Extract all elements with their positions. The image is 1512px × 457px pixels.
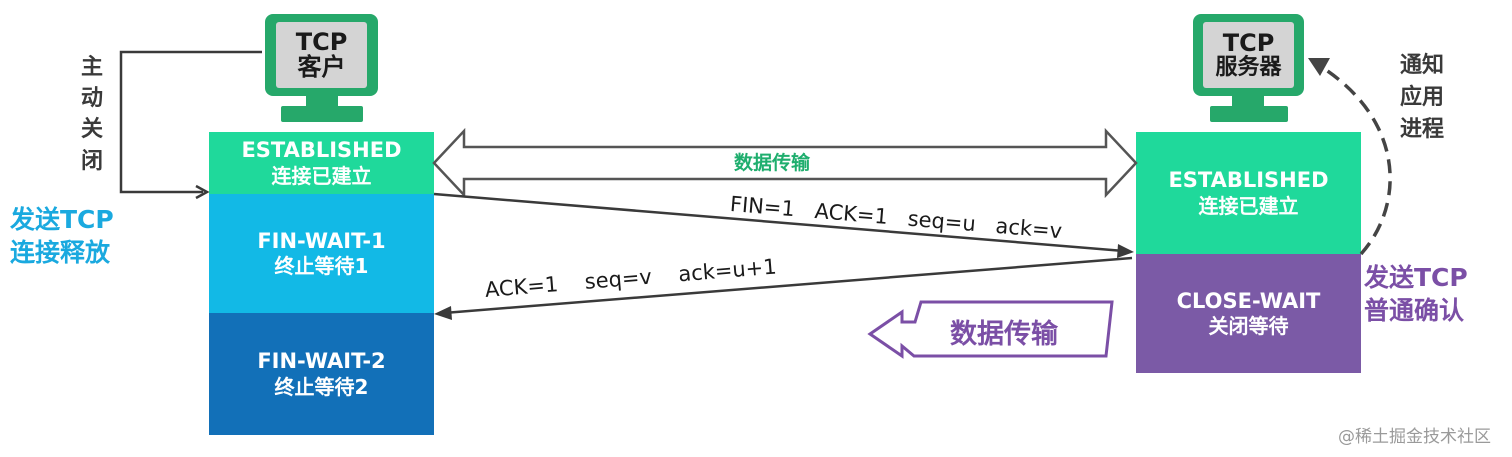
notify-app-dashed-arrow [1319,64,1392,256]
notify-app-line2: 应用 [1400,84,1445,110]
notify-app-label: 通知 应用 进程 [1400,50,1444,146]
active-close-label: 主 动 关 闭 [81,52,103,177]
active-close-arrowhead [195,184,210,200]
server-name-line2: 服务器 [1215,55,1282,81]
client-action-label: 发送TCP 连接释放 [10,204,114,269]
client-action-line2: 连接释放 [10,237,111,267]
client-state-fin-wait-2: FIN-WAIT-2 终止等待2 [209,313,434,435]
fin-wait-1-cn: 终止等待1 [274,254,369,279]
active-close-char-4: 闭 [81,148,104,174]
server-name-line1: TCP [1222,28,1275,57]
server-data-transfer-label: 数据传输 [950,319,1058,350]
client-established-cn: 连接已建立 [271,163,372,188]
server-action-label: 发送TCP 普通确认 [1364,262,1468,327]
server-state-close-wait: CLOSE-WAIT 关闭等待 [1136,254,1361,373]
client-name-line2: 客户 [297,53,346,81]
active-close-char-1: 主 [81,55,104,80]
watermark: @稀土掘金技术社区 [1338,427,1491,447]
client-state-established: ESTABLISHED 连接已建立 [209,132,434,194]
server-established-cn: 连接已建立 [1198,193,1299,218]
close-wait-en: CLOSE-WAIT [1176,288,1321,313]
client-state-fin-wait-1: FIN-WAIT-1 终止等待1 [209,194,434,313]
fin-wait-1-en: FIN-WAIT-1 [257,228,386,253]
ack-segment-arrow [443,256,1133,315]
server-state-established: ESTABLISHED 连接已建立 [1136,132,1361,254]
notify-app-line3: 进程 [1400,116,1445,142]
server-action-line1: 发送TCP [1364,263,1468,292]
fin-segment-arrowhead [1117,244,1134,258]
server-data-transfer-arrow [867,300,1114,359]
notify-app-arrowhead [1308,58,1330,76]
fin-wait-2-en: FIN-WAIT-2 [257,349,386,374]
client-action-line1: 发送TCP [10,205,114,234]
close-wait-cn: 关闭等待 [1208,314,1289,339]
fin-segment-arrow [433,192,1125,253]
active-close-arrow [119,50,262,194]
server-established-en: ESTABLISHED [1168,168,1329,193]
client-established-en: ESTABLISHED [241,138,402,163]
server-action-line2: 普通确认 [1364,295,1465,325]
fin-wait-2-cn: 终止等待2 [274,374,369,399]
ack-segment-arrowhead [434,306,452,320]
active-close-char-3: 关 [81,117,104,143]
active-close-char-2: 动 [81,86,104,112]
data-transfer-double-arrow [432,127,1138,199]
client-name-line1: TCP [295,27,348,56]
notify-app-line1: 通知 [1400,53,1445,78]
data-transfer-top-label: 数据传输 [734,152,811,174]
